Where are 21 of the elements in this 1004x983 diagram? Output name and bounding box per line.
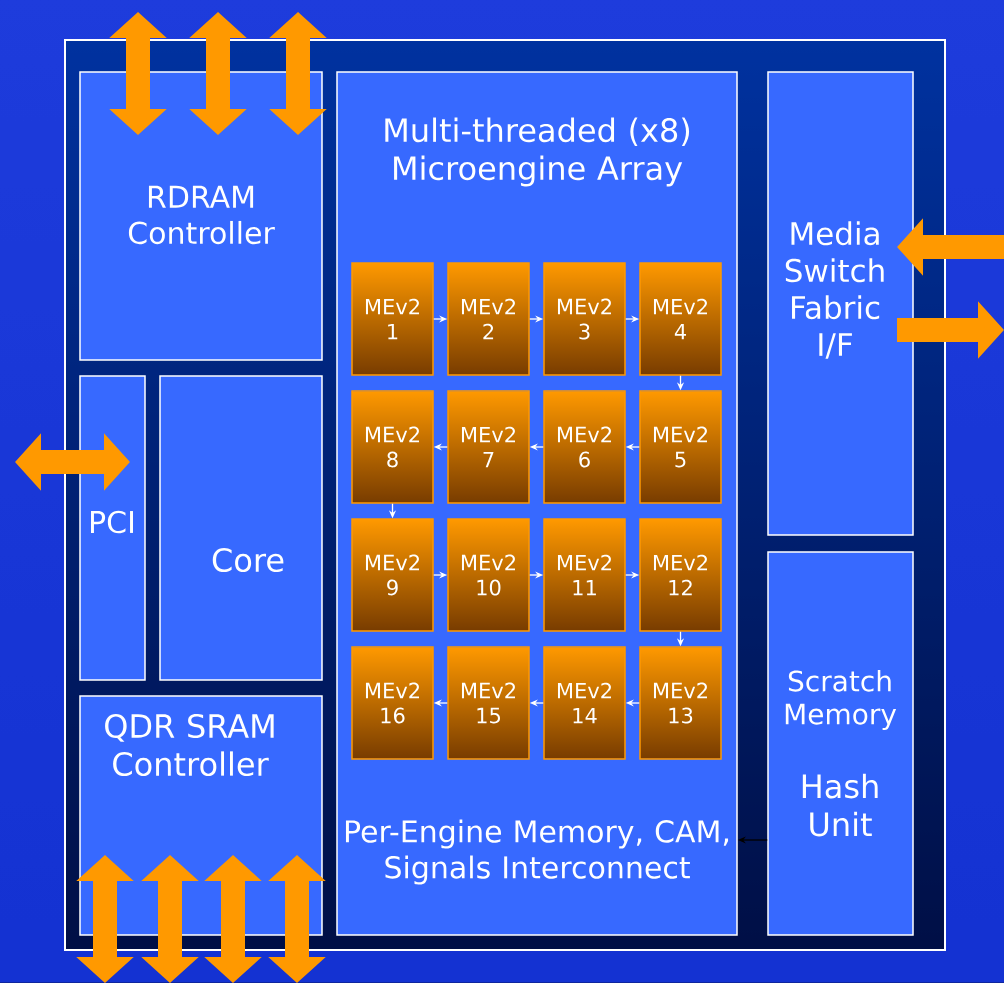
engine-box: MEv2 13 [639, 646, 722, 760]
engine-box: MEv2 7 [447, 390, 530, 504]
engine-box: MEv2 15 [447, 646, 530, 760]
engine-box: MEv2 2 [447, 262, 530, 376]
engine-box: MEv2 11 [543, 518, 626, 632]
engine-box: MEv2 16 [351, 646, 434, 760]
engine-box: MEv2 14 [543, 646, 626, 760]
block-box: Media Switch Fabric I/F [767, 71, 914, 536]
engine-box: MEv2 5 [639, 390, 722, 504]
engine-box: MEv2 10 [447, 518, 530, 632]
engine-box: MEv2 8 [351, 390, 434, 504]
engine-box: MEv2 9 [351, 518, 434, 632]
block-box: Core [159, 375, 323, 681]
engine-box: MEv2 12 [639, 518, 722, 632]
block-box: PCI [79, 375, 146, 681]
engine-box: MEv2 1 [351, 262, 434, 376]
block-box: RDRAM Controller [79, 71, 323, 361]
engine-box: MEv2 4 [639, 262, 722, 376]
engine-box: MEv2 3 [543, 262, 626, 376]
block-box: Scratch Memory Hash Unit [767, 551, 914, 936]
engine-box: MEv2 6 [543, 390, 626, 504]
